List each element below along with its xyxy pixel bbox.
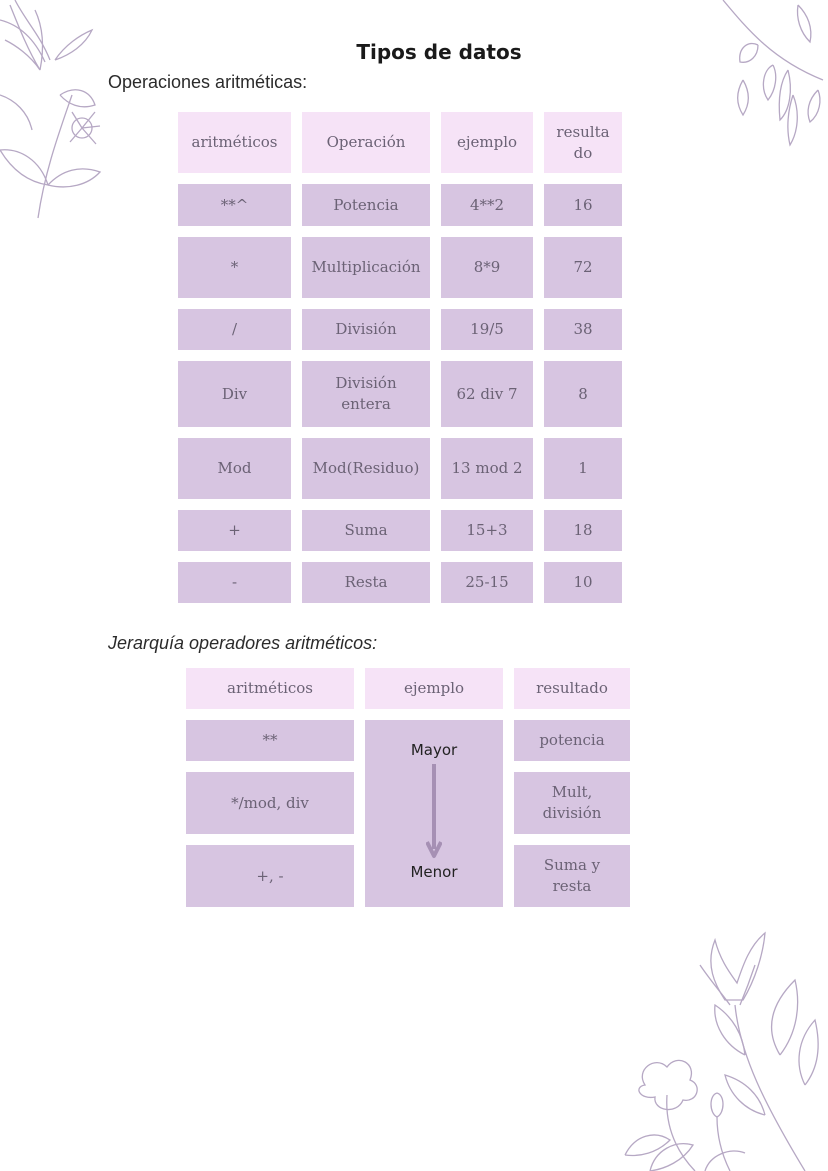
table-cell-result: 18 bbox=[544, 510, 622, 551]
table-cell-example: 13 mod 2 bbox=[441, 438, 533, 499]
table-header-cell: ejemplo bbox=[441, 112, 533, 173]
table-cell-operation: Resta bbox=[302, 562, 430, 603]
table-cell-operator: Mod bbox=[178, 438, 291, 499]
precedence-high-label: Mayor bbox=[410, 741, 458, 759]
down-arrow-icon bbox=[426, 764, 442, 858]
table-cell-operation: Suma bbox=[302, 510, 430, 551]
table-cell-operation: Multiplicación bbox=[302, 237, 430, 298]
table-cell-result: Suma y resta bbox=[514, 845, 630, 907]
table-cell-result: 10 bbox=[544, 562, 622, 603]
table-cell-example: 19/5 bbox=[441, 309, 533, 350]
flower-decoration-bottom-right bbox=[624, 931, 819, 1171]
table-cell-operator: * bbox=[178, 237, 291, 298]
table-cell-result: 1 bbox=[544, 438, 622, 499]
table-header-cell: resulta do bbox=[544, 112, 622, 173]
precedence-low-label: Menor bbox=[410, 863, 458, 881]
table-cell-operation: Mod(Residuo) bbox=[302, 438, 430, 499]
table-cell-operator: - bbox=[178, 562, 291, 603]
flower-decoration-top-left bbox=[0, 0, 102, 219]
table-cell-result: 38 bbox=[544, 309, 622, 350]
table-cell-result: 16 bbox=[544, 184, 622, 226]
table-header-cell: aritméticos bbox=[178, 112, 291, 173]
leaf-branch-decoration-top-right bbox=[722, 0, 824, 147]
table-cell-operator: +, - bbox=[186, 845, 354, 907]
section-label-arithmetic-operations: Operaciones aritméticas: bbox=[108, 72, 308, 92]
table-cell-operator: ** bbox=[186, 720, 354, 761]
table-cell-operator: + bbox=[178, 510, 291, 551]
table-cell-operation: División bbox=[302, 309, 430, 350]
table-cell-example: 25-15 bbox=[441, 562, 533, 603]
precedence-scale: Mayor Menor bbox=[365, 720, 503, 907]
table-cell-operator: Div bbox=[178, 361, 291, 427]
table-cell-operation: División entera bbox=[302, 361, 430, 427]
table-cell-result: 72 bbox=[544, 237, 622, 298]
table-cell-operation: Potencia bbox=[302, 184, 430, 226]
table-cell-result: potencia bbox=[514, 720, 630, 761]
table-header-cell: aritméticos bbox=[186, 668, 354, 709]
table-cell-example: 15+3 bbox=[441, 510, 533, 551]
table-header-cell: ejemplo bbox=[365, 668, 503, 709]
table-cell-operator: */mod, div bbox=[186, 772, 354, 834]
table-cell-example: 8*9 bbox=[441, 237, 533, 298]
table-cell-example: 4**2 bbox=[441, 184, 533, 226]
page-title: Tipos de datos bbox=[356, 40, 522, 64]
table-cell-result: Mult, división bbox=[514, 772, 630, 834]
table-header-cell: resultado bbox=[514, 668, 630, 709]
table-cell-operator: **^ bbox=[178, 184, 291, 226]
table-cell-result: 8 bbox=[544, 361, 622, 427]
table-cell-operator: / bbox=[178, 309, 291, 350]
table-cell-example: 62 div 7 bbox=[441, 361, 533, 427]
section-label-operator-hierarchy: Jerarquía operadores aritméticos: bbox=[108, 633, 378, 653]
table-header-cell: Operación bbox=[302, 112, 430, 173]
